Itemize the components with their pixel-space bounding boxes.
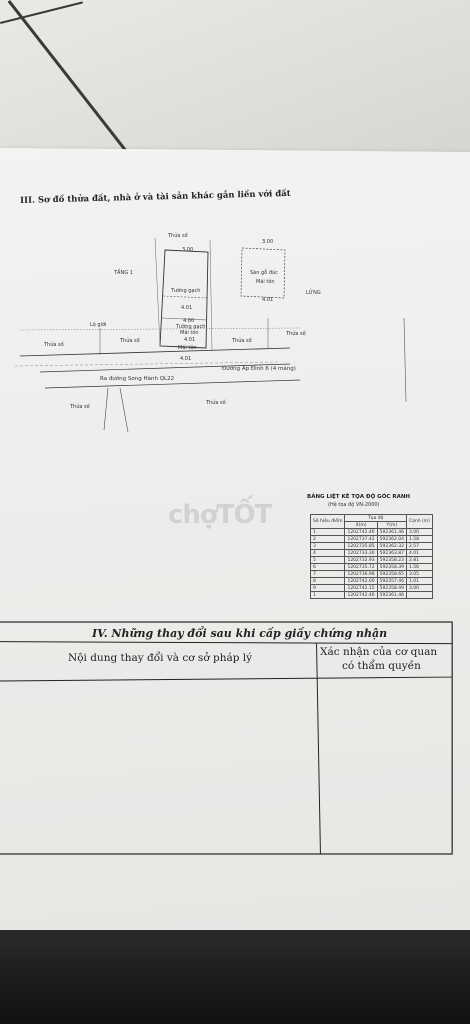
coords-table-subtitle: (Hệ tọa độ VN-2000) (328, 502, 380, 508)
table-cell: 592358.39 (376, 563, 408, 571)
section4-col-confirm-line1: Xác nhận của cơ quan (320, 646, 438, 658)
section4-col-confirm-line2: có thẩm quyền (342, 660, 421, 672)
table-cell: 1202735.72 (344, 563, 378, 571)
dimension-label: 4.01 (180, 356, 192, 362)
table-cell: 7 (309, 570, 346, 578)
table-cell: 6 (309, 563, 346, 571)
table-cell: 1.58 (406, 535, 433, 543)
label-mai-ton-2: Mái tôn (178, 345, 197, 351)
table-cell: 592361.46 (376, 528, 408, 536)
table-cell: 1202732.93 (344, 556, 378, 564)
header-edge: Cạnh (m) (406, 514, 433, 529)
table-cell: 2 (309, 535, 346, 543)
table-header-row: Số hiệu điểm Tọa độ Cạnh (m) (309, 514, 433, 529)
table-cell: 592361.46 (376, 591, 408, 599)
label-thua-so: Thửa số (120, 338, 140, 344)
label-thua-so: Thửa số (168, 233, 188, 239)
label-thua-so: Thửa số (44, 342, 64, 348)
table-cell: 1202735.85 (344, 542, 378, 550)
table-cell: 1.01 (406, 577, 433, 585)
dimension-label: 4.01 (184, 337, 196, 343)
table-cell: 3.05 (406, 570, 433, 578)
table-cell: 592363.87 (376, 549, 408, 557)
road-label-ap-dinh: Đường Ấp Đình 6 (4 mảng) (222, 366, 296, 372)
table-cell: 4 (309, 549, 346, 557)
table-cell: 1202742.46 (344, 591, 378, 599)
table-cell: 1202736.98 (344, 570, 378, 578)
road-label-song-hanh: Ra đường Song Hành QL22 (100, 376, 175, 382)
table-cell: 1202733.30 (344, 549, 378, 557)
floor-label-tang1: TẦNG 1 (114, 270, 133, 276)
table-cell: 1202737.42 (344, 535, 378, 543)
table-cell: 5 (309, 556, 346, 564)
table-cell: 1 (309, 591, 346, 599)
label-tuong-gach-2: Tường gạch (176, 324, 206, 330)
table-cell: 1202742.15 (344, 584, 378, 592)
label-lo-gioi: Lộ giới (90, 322, 107, 328)
table-cell: 592362.32 (376, 542, 408, 550)
table-cell: 9 (309, 584, 346, 592)
table-cell: 8 (309, 577, 346, 585)
section4-col-content: Nội dung thay đổi và cơ sở pháp lý (68, 652, 253, 664)
header-point: Số hiệu điểm (309, 514, 346, 529)
table-cell: 3.00 (406, 528, 433, 536)
label-mai-ton-3: Mái tôn (256, 279, 275, 285)
dimension-label: 3.00 (262, 239, 274, 245)
table-cell: 592357.46 (376, 577, 408, 585)
table-cell: 1.56 (406, 563, 433, 571)
table-cell: 1202742.00 (344, 577, 378, 585)
label-thua-so: Thửa số (206, 400, 226, 406)
label-mai-ton: Mái tôn (180, 330, 199, 336)
table-cell: 4.01 (406, 549, 433, 557)
label-tuong-gach: Tường gạch (171, 288, 201, 294)
coords-table-title: BẢNG LIỆT KÊ TỌA ĐỘ GÓC RANH (307, 494, 411, 500)
dimension-label: 4.01 (262, 297, 274, 303)
label-thua-so: Thửa số (232, 338, 252, 344)
table-cell: 2.81 (406, 556, 433, 564)
dark-fabric-background (0, 930, 470, 1024)
label-thua-so: Thửa số (70, 404, 90, 410)
table-cell: 2.57 (406, 542, 433, 550)
table-cell: 592362.04 (376, 535, 408, 543)
chotot-watermark: chợTỐT (168, 500, 272, 530)
header-y: Y(m) (376, 521, 408, 529)
label-san-go-duc: Sàn gỗ đúc (250, 270, 278, 276)
section4-title: IV. Những thay đổi sau khi cấp giấy chứn… (92, 627, 388, 640)
table-cell: 592358.65 (376, 570, 408, 578)
table-cell (406, 591, 433, 599)
table-cell: 1 (309, 528, 346, 536)
header-x: X(m) (344, 521, 378, 529)
table-cell: 3 (309, 542, 346, 550)
table-cell: 1202742.46 (344, 528, 378, 536)
floor-label-lung: LỬNG (306, 290, 321, 296)
header-coords: Tọa độ (344, 514, 407, 522)
section4-table-frame (0, 621, 453, 855)
coords-table: Số hiệu điểm Tọa độ Cạnh (m) X(m) Y(m) 1… (309, 514, 433, 599)
dimension-label: 3.00 (182, 247, 194, 253)
plot-lines (14, 237, 407, 433)
dimension-label: 4.01 (181, 305, 193, 311)
dimension-label: 4.00 (183, 318, 195, 324)
table-cell: 592358.49 (376, 584, 408, 592)
table-cell: 592358.23 (376, 556, 408, 564)
label-thua-so: Thửa số (286, 331, 306, 337)
table-cell: 3.00 (406, 584, 433, 592)
